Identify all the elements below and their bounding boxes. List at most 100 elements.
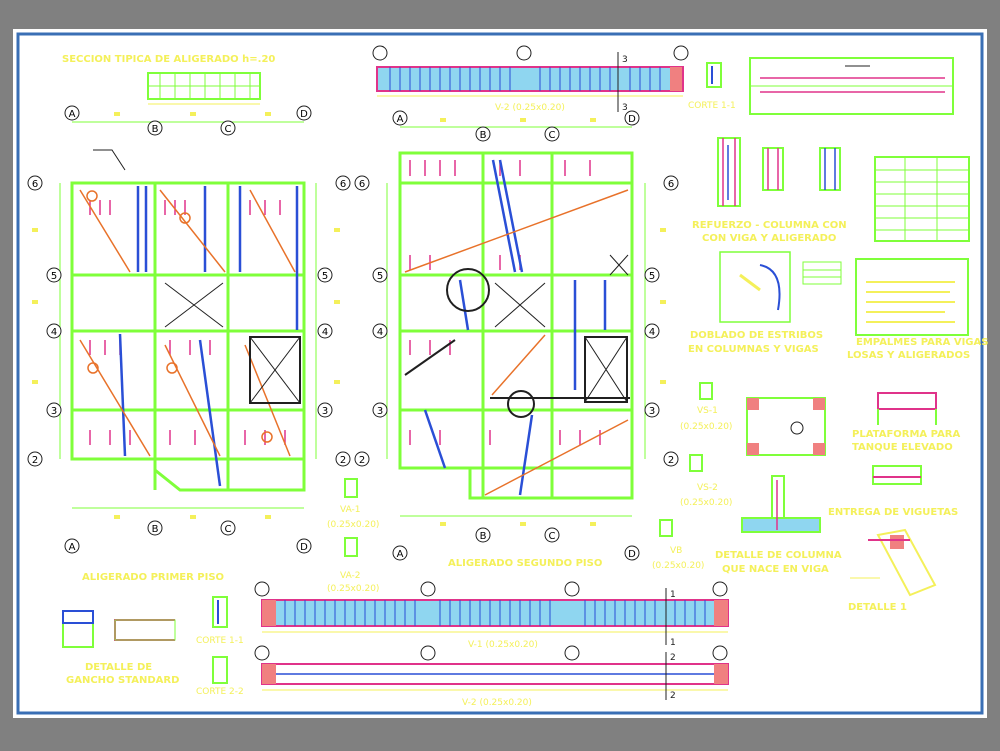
svg-text:4: 4 bbox=[322, 327, 328, 338]
svg-text:B: B bbox=[480, 531, 487, 542]
va-section-details bbox=[344, 478, 358, 557]
axis-bubble-right-row-5a: 5 bbox=[372, 267, 388, 283]
vb-label: VB bbox=[670, 546, 682, 556]
right-plan-title: ALIGERADO SEGUNDO PISO bbox=[448, 558, 602, 569]
empalmes-title-line2: LOSAS Y ALIGERADOS bbox=[847, 350, 970, 361]
axis-bubble-right-bottom-A: A bbox=[392, 545, 408, 561]
axis-bubble-right-top-D: D bbox=[624, 110, 640, 126]
axis-bubble-right-top-A: A bbox=[392, 110, 408, 126]
axis-bubble-left-row-4a: 4 bbox=[46, 323, 62, 339]
detail-1-drawing bbox=[850, 528, 937, 597]
va1-dim: (0.25x0.20) bbox=[327, 520, 379, 530]
va1-label: VA-1 bbox=[340, 505, 361, 515]
stirrup-bend-detail bbox=[719, 251, 842, 323]
axis-bubble-left-row-2a: 2 bbox=[27, 451, 43, 467]
corte-11-label-top: CORTE 1-1 bbox=[688, 101, 736, 111]
axis-bubble-left-row-2b: 2 bbox=[335, 451, 351, 467]
section-mark-1-top: 1 bbox=[670, 590, 676, 600]
section-mark-2-bottom: 2 bbox=[670, 691, 676, 701]
detalle-1-title: DETALLE 1 bbox=[848, 602, 907, 613]
column-from-beam-detail bbox=[741, 475, 821, 533]
axis-bubble-left-top-D: D bbox=[296, 105, 312, 121]
vs-section-details bbox=[659, 382, 713, 537]
section-mark-3-bottom: 3 bbox=[622, 103, 628, 113]
svg-text:D: D bbox=[300, 109, 308, 120]
axis-bubble-right-row-4a: 4 bbox=[372, 323, 388, 339]
entrega-title: ENTREGA DE VIGUETAS bbox=[828, 507, 958, 518]
corte-22-label: CORTE 2-2 bbox=[196, 687, 244, 697]
beam-elevation-bottom-1 bbox=[254, 581, 729, 645]
sheet-frame bbox=[16, 32, 984, 715]
axis-bubble-right-row-6a: 6 bbox=[354, 175, 370, 191]
svg-text:C: C bbox=[549, 130, 556, 141]
axis-bubble-right-bottom-D: D bbox=[624, 545, 640, 561]
svg-text:2: 2 bbox=[32, 455, 38, 466]
svg-text:6: 6 bbox=[359, 179, 365, 190]
bottom-corte-sections bbox=[212, 596, 228, 684]
svg-text:6: 6 bbox=[340, 179, 346, 190]
svg-text:A: A bbox=[69, 542, 76, 553]
svg-text:2: 2 bbox=[359, 455, 365, 466]
svg-text:B: B bbox=[480, 130, 487, 141]
axis-bubble-left-bottom-D: D bbox=[296, 538, 312, 554]
axis-bubble-left-row-6b: 6 bbox=[335, 175, 351, 191]
va2-dim: (0.25x0.20) bbox=[327, 584, 379, 594]
axis-bubble-right-row-6b: 6 bbox=[663, 175, 679, 191]
svg-text:D: D bbox=[628, 549, 636, 560]
typical-section-detail bbox=[147, 72, 261, 105]
axis-bubble-left-row-5b: 5 bbox=[317, 267, 333, 283]
section-mark-1-bottom: 1 bbox=[670, 638, 676, 648]
left-plan-title: ALIGERADO PRIMER PISO bbox=[82, 572, 224, 583]
axis-bubble-right-bottom-B: B bbox=[475, 527, 491, 543]
column-reinforcement-details bbox=[717, 137, 841, 207]
svg-text:B: B bbox=[152, 524, 159, 535]
vs1-dim: (0.25x0.20) bbox=[680, 422, 732, 432]
section-mark-3-top: 3 bbox=[622, 55, 628, 65]
svg-text:6: 6 bbox=[668, 179, 674, 190]
beam-elevation-top bbox=[372, 45, 689, 112]
axis-bubble-left-row-6a: 6 bbox=[27, 175, 43, 191]
svg-text:3: 3 bbox=[51, 406, 57, 417]
plataforma-title-line2: TANQUE ELEVADO bbox=[852, 442, 953, 453]
reinforcement-table bbox=[874, 156, 970, 242]
right-floor-plan bbox=[386, 118, 666, 526]
axis-bubble-left-top-C: C bbox=[220, 120, 236, 136]
joist-bearing-detail bbox=[872, 465, 922, 485]
vs2-dim: (0.25x0.20) bbox=[680, 498, 732, 508]
tank-platform-plan bbox=[746, 392, 937, 456]
axis-bubble-right-top-C: C bbox=[544, 126, 560, 142]
svg-text:6: 6 bbox=[32, 179, 38, 190]
svg-text:C: C bbox=[225, 524, 232, 535]
axis-bubble-left-bottom-C: C bbox=[220, 520, 236, 536]
seccion-tipica-title: SECCION TIPICA DE ALIGERADO h=.20 bbox=[62, 54, 275, 65]
axis-bubble-right-row-4b: 4 bbox=[644, 323, 660, 339]
doblado-title-line2: EN COLUMNAS Y VIGAS bbox=[688, 344, 819, 355]
axis-bubble-left-row-3a: 3 bbox=[46, 402, 62, 418]
svg-text:4: 4 bbox=[377, 327, 383, 338]
axis-bubble-right-top-B: B bbox=[475, 126, 491, 142]
gancho-title-line2: GANCHO STANDARD bbox=[66, 675, 179, 686]
axis-bubble-left-row-4b: 4 bbox=[317, 323, 333, 339]
corte-section-small bbox=[706, 62, 722, 88]
axis-bubble-right-row-2b: 2 bbox=[663, 451, 679, 467]
axis-bubble-right-row-3b: 3 bbox=[644, 402, 660, 418]
standard-hook-detail bbox=[62, 610, 176, 648]
svg-text:5: 5 bbox=[51, 271, 57, 282]
refuerzo-title-line1: REFUERZO - COLUMNA CON bbox=[692, 220, 847, 231]
svg-text:2: 2 bbox=[668, 455, 674, 466]
svg-text:4: 4 bbox=[649, 327, 655, 338]
svg-text:5: 5 bbox=[649, 271, 655, 282]
detalle-columna-line2: QUE NACE EN VIGA bbox=[722, 564, 829, 575]
detalle-columna-line1: DETALLE DE COLUMNA bbox=[715, 550, 842, 561]
svg-text:B: B bbox=[152, 124, 159, 135]
plataforma-title-line1: PLATAFORMA PARA bbox=[852, 429, 961, 440]
svg-text:3: 3 bbox=[649, 406, 655, 417]
svg-text:5: 5 bbox=[322, 271, 328, 282]
empalmes-title-line1: EMPALMES PARA VIGAS bbox=[856, 337, 988, 348]
svg-text:2: 2 bbox=[340, 455, 346, 466]
doblado-title-line1: DOBLADO DE ESTRIBOS bbox=[690, 330, 823, 341]
svg-text:C: C bbox=[225, 124, 232, 135]
axis-bubble-right-bottom-C: C bbox=[544, 527, 560, 543]
beam-label-v2-bottom: V-2 (0.25x0.20) bbox=[462, 698, 532, 708]
